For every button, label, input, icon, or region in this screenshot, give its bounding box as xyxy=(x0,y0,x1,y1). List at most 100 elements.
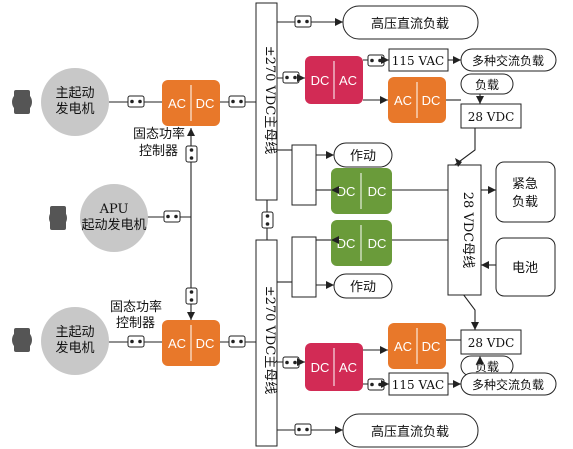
switch-icons xyxy=(127,15,385,436)
hv-bus-bottom: ±270 VDC主母线 xyxy=(255,239,278,447)
generator-apu: APU 起动发电机 xyxy=(49,184,148,252)
vac-bottom-label: 115 VAC xyxy=(392,378,444,392)
switch-icon xyxy=(163,210,181,223)
actuator-switch-block-bottom xyxy=(291,236,317,298)
generator-label-2: 发电机 xyxy=(55,340,94,356)
converter-label-b: DC xyxy=(368,184,387,199)
converter-label-b: AC xyxy=(339,73,357,88)
apu-label-1: APU xyxy=(99,202,129,217)
converter-label-a: DC xyxy=(311,73,330,88)
arrow-icon xyxy=(453,56,461,64)
emergency-load: 紧急 负载 xyxy=(495,161,556,223)
hvdc-load-bottom-label: 高压直流负载 xyxy=(371,424,449,440)
switch-icon xyxy=(282,356,300,369)
arrow-icon xyxy=(331,236,339,244)
arrow-icon xyxy=(297,358,305,366)
emergency-label-2: 负载 xyxy=(512,195,538,210)
switch-icon xyxy=(367,54,385,67)
arrow-icon xyxy=(380,346,388,354)
generator-circle xyxy=(41,68,109,136)
generator-circle xyxy=(80,184,148,252)
ldc-bus: 28 VDC母线 xyxy=(447,164,482,296)
hvdc-load-top-label: 高压直流负载 xyxy=(371,16,449,32)
vac-top-label: 115 VAC xyxy=(392,54,444,68)
load-bottom: 负载 xyxy=(460,355,514,377)
converter-label-a: AC xyxy=(168,336,186,351)
arrow-icon xyxy=(455,158,462,167)
generator-main-bottom: 主起动 发电机 xyxy=(12,307,109,375)
switch-icon xyxy=(185,287,198,305)
generator-label-2: 发电机 xyxy=(55,101,94,117)
arrow-icon xyxy=(488,186,496,194)
converter-label-a: DC xyxy=(337,236,356,251)
converter-dcdc-upper: DC DC xyxy=(331,168,392,214)
hv-bus-top-label: ±270 VDC主母线 xyxy=(262,46,277,155)
controller-label-bottom-1: 固态功率 xyxy=(110,299,162,315)
switch-icon xyxy=(185,145,198,163)
arrow-icon xyxy=(335,426,343,434)
ldc-bus-label: 28 VDC母线 xyxy=(460,192,475,268)
multi-ac-bottom-label: 多种交流负载 xyxy=(472,377,544,392)
multi-ac-top-label: 多种交流负载 xyxy=(472,53,544,68)
generator-label-1: 主起动 xyxy=(55,86,94,101)
vdc28-top-label: 28 VDC xyxy=(468,110,515,124)
actuate-top: 作动 xyxy=(333,142,393,168)
converter-label-b: DC xyxy=(422,339,441,354)
multi-ac-load-top: 多种交流负载 xyxy=(460,48,557,72)
actuator-switch-block-top xyxy=(291,144,317,206)
controller-label-top-2: 控制器 xyxy=(139,144,178,159)
controller-label-bottom-2: 控制器 xyxy=(116,316,155,331)
arrow-icon xyxy=(476,96,484,104)
hv-bus-top: ±270 VDC主母线 xyxy=(255,2,278,201)
converter-acdc-right-bottom: AC DC xyxy=(388,323,446,369)
converter-acdc-left-bottom: AC DC xyxy=(162,320,220,366)
generator-circle xyxy=(41,307,109,375)
apu-label-2: 起动发电机 xyxy=(81,217,146,233)
converter-label-a: AC xyxy=(168,96,186,111)
arrow-icon xyxy=(326,281,334,289)
vdc28-bottom: 28 VDC xyxy=(460,329,522,355)
hv-bus-bottom-label: ±270 VDC主母线 xyxy=(262,286,277,395)
arrowheads xyxy=(187,18,496,434)
switch-icon xyxy=(228,335,246,348)
actuate-bottom: 作动 xyxy=(333,273,393,299)
arrow-icon xyxy=(381,56,389,64)
arrow-icon xyxy=(481,261,489,269)
battery: 电池 xyxy=(495,237,556,297)
emergency-label-1: 紧急 xyxy=(512,177,538,192)
hvdc-load-bottom: 高压直流负载 xyxy=(342,413,479,448)
controller-label-top-1: 固态功率 xyxy=(133,126,185,142)
converter-dcac-bottom: DC AC xyxy=(305,343,363,391)
vdc28-bottom-label: 28 VDC xyxy=(468,336,515,350)
converter-acdc-right-top: AC DC xyxy=(388,77,446,123)
converter-label-a: DC xyxy=(337,184,356,199)
actuate-top-label: 作动 xyxy=(350,149,376,164)
converter-label-a: AC xyxy=(394,339,412,354)
load-top: 负载 xyxy=(460,73,514,95)
converter-dcdc-lower: DC DC xyxy=(331,220,392,266)
switch-icon xyxy=(282,71,300,84)
arrow-icon xyxy=(331,186,339,194)
converter-label-b: DC xyxy=(368,236,387,251)
arrow-icon xyxy=(381,380,389,388)
converter-label-a: DC xyxy=(311,360,330,375)
switch-icon xyxy=(127,335,145,348)
actuate-bottom-label: 作动 xyxy=(350,280,376,295)
switch-icon xyxy=(294,423,312,436)
switch-icon xyxy=(228,95,246,108)
vac-top: 115 VAC xyxy=(388,48,449,72)
vac-bottom: 115 VAC xyxy=(388,372,449,396)
multi-ac-load-bottom: 多种交流负载 xyxy=(460,372,557,396)
switch-icon xyxy=(261,211,274,229)
arrow-icon xyxy=(335,18,343,26)
arrow-icon xyxy=(326,151,334,159)
arrow-icon xyxy=(453,380,461,388)
arrow-icon xyxy=(187,312,195,320)
battery-label: 电池 xyxy=(512,261,538,276)
hvdc-load-top: 高压直流负载 xyxy=(342,5,479,40)
converter-label-b: AC xyxy=(339,360,357,375)
converter-label-b: DC xyxy=(422,93,441,108)
arrow-icon xyxy=(297,74,305,82)
